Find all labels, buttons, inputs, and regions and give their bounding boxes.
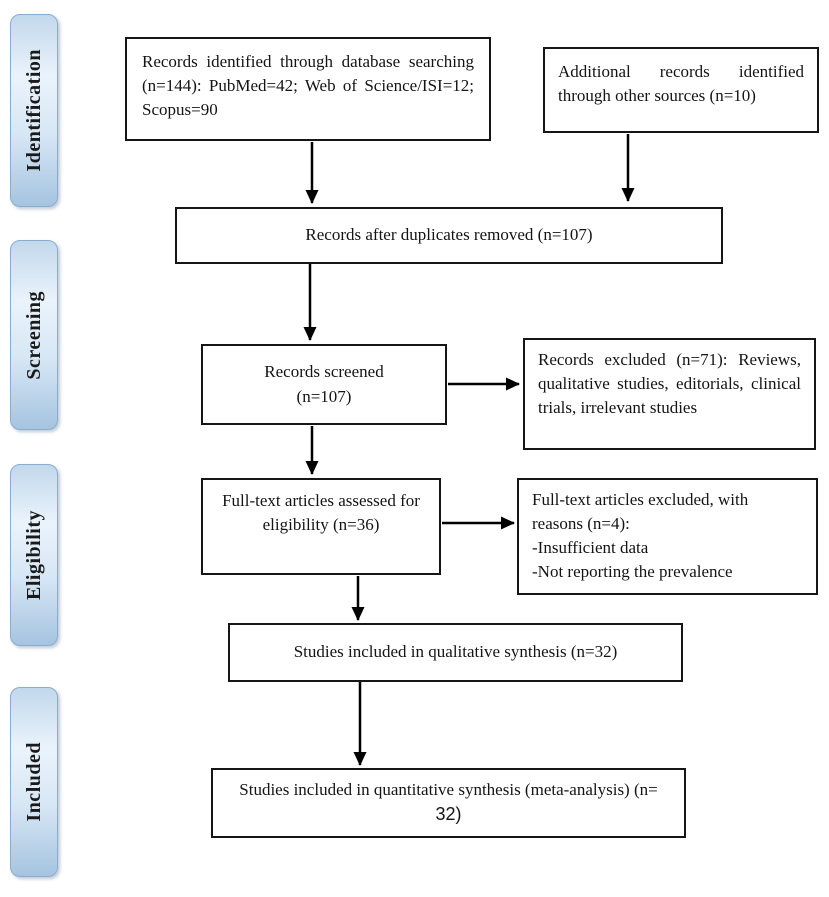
box-fulltext-excluded-reason2: -Not reporting the prevalence [532, 562, 733, 582]
box-records-screened: Records screened (n=107) [201, 344, 447, 425]
box-fulltext-excluded-reason1: -Insufficient data [532, 538, 649, 558]
box-records-excluded-text: Records excluded (n=71): Reviews, qualit… [538, 350, 801, 418]
box-qualitative-synthesis-text: Studies included in qualitative synthesi… [293, 642, 618, 662]
box-records-screened-line2: (n=107) [296, 386, 352, 406]
box-duplicates-removed-text: Records after duplicates removed (n=107) [305, 225, 593, 245]
box-duplicates-removed: Records after duplicates removed (n=107) [175, 207, 723, 264]
box-fulltext-excluded-intro: Full-text articles excluded, with reason… [532, 490, 749, 534]
box-quantitative-synthesis-prefix: Studies included in quantitative synthes… [239, 780, 658, 800]
stage-eligibility: Eligibility [10, 464, 58, 646]
box-quantitative-synthesis: Studies included in quantitative synthes… [211, 768, 686, 838]
stage-screening-label: Screening [22, 290, 45, 380]
box-qualitative-synthesis: Studies included in qualitative synthesi… [228, 623, 683, 682]
box-records-identified: Records identified through database sear… [125, 37, 491, 141]
stage-included: Included [10, 687, 58, 877]
stage-identification: Identification [10, 14, 58, 207]
stage-identification-label: Identification [22, 49, 45, 172]
box-quantitative-synthesis-n: 32) [435, 804, 462, 825]
stage-screening: Screening [10, 240, 58, 430]
box-records-identified-text: Records identified through database sear… [142, 52, 474, 120]
box-quantitative-synthesis-text: Studies included in quantitative synthes… [227, 778, 670, 828]
box-fulltext-excluded: Full-text articles excluded, with reason… [517, 478, 818, 595]
box-fulltext-assessed-text: Full-text articles assessed for eligibil… [222, 491, 420, 535]
stage-eligibility-label: Eligibility [22, 510, 45, 600]
box-additional-records-text: Additional records identified through ot… [558, 62, 804, 106]
box-records-excluded: Records excluded (n=71): Reviews, qualit… [523, 338, 816, 450]
box-additional-records: Additional records identified through ot… [543, 47, 819, 133]
box-fulltext-assessed: Full-text articles assessed for eligibil… [201, 478, 441, 575]
box-records-screened-line1: Records screened [264, 362, 384, 382]
stage-included-label: Included [22, 742, 45, 822]
